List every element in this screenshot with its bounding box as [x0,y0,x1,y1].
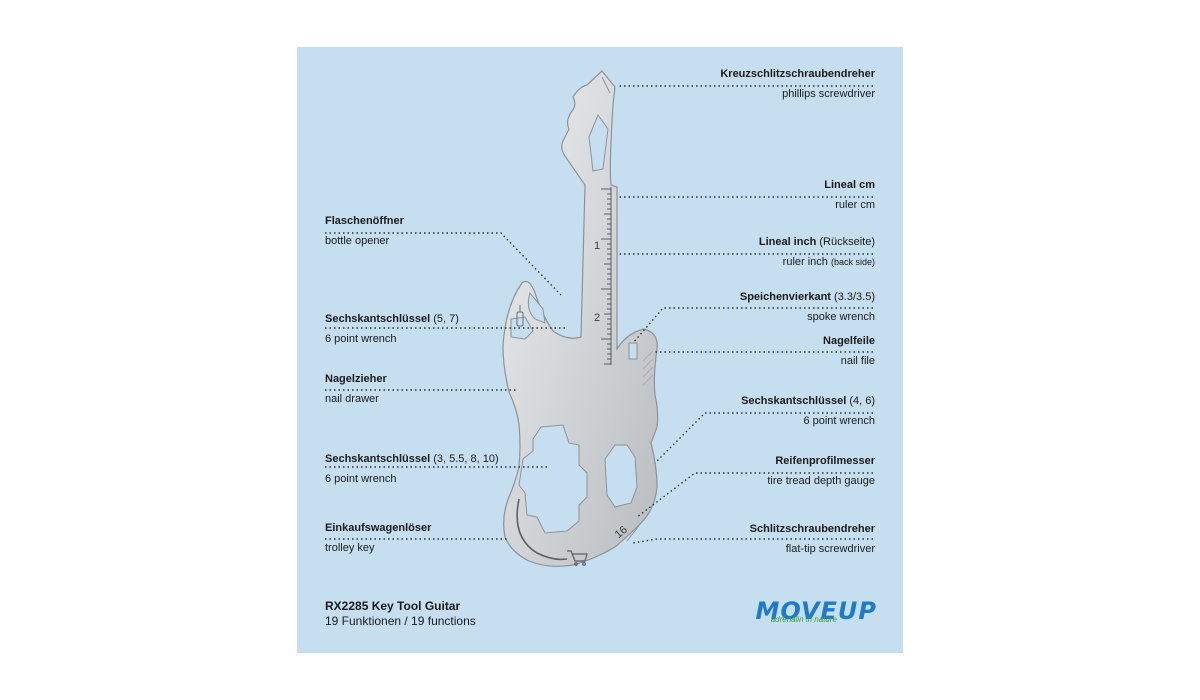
label-flat-tip-screwdriver: Schlitzschraubendreher flat-tip screwdri… [750,522,875,556]
label-en: spoke wrench [807,311,875,323]
leader-hex-right [654,412,873,464]
leader-tread-gauge [636,472,873,518]
label-en: bottle opener [325,235,390,247]
label-de: Einkaufswagenlöser [325,522,432,534]
label-en: flat-tip screwdriver [785,543,875,555]
label-en: 6 point wrench [803,415,875,427]
label-en: nail file [840,355,875,367]
label-de: Sechskantschlüssel (5, 7) [325,313,459,325]
label-en: 6 point wrench [325,333,397,345]
label-nail-file: Nagelfeile nail file [823,334,875,368]
label-de: Schlitzschraubendreher [749,523,875,535]
label-en: ruler inch (back side) [782,256,875,268]
label-spoke-wrench: Speichenvierkant (3.3/3.5) spoke wrench [740,290,875,324]
leader-flat-tip [632,538,873,544]
label-ruler-inch: Lineal inch (Rückseite) ruler inch (back… [759,235,875,269]
logo-brand: MOVEUP [755,597,877,625]
label-de: Speichenvierkant (3.3/3.5) [739,291,875,303]
moveup-logo: MOVEUP adrenalin in nature [756,599,877,624]
label-de: Lineal cm [824,179,875,191]
label-hex-wrench-large: Sechskantschlüssel (3, 5.5, 8, 10) 6 poi… [325,452,499,486]
label-bottle-opener: Flaschenöffner bottle opener [325,214,404,248]
ruler-mark-1: 1 [594,240,600,252]
leader-lines [325,85,873,544]
label-en: trolley key [325,542,375,554]
label-en: 6 point wrench [325,473,397,485]
label-nail-drawer: Nagelzieher nail drawer [325,372,387,406]
label-ruler-cm: Lineal cm ruler cm [824,178,875,212]
label-de: Reifenprofilmesser [775,455,875,467]
leader-bottle-opener [325,232,562,296]
trolley-key-arc [516,498,568,561]
product-subtitle: 19 Funktionen / 19 functions [325,614,476,628]
label-en: phillips screwdriver [782,88,875,100]
label-de: Flaschenöffner [325,215,404,227]
label-de: Sechskantschlüssel (3, 5.5, 8, 10) [325,453,499,465]
ruler-mark-2: 2 [594,312,600,324]
nail-file-hatch [642,350,654,386]
label-en: ruler cm [835,199,875,211]
product-panel: 1 2 16 Kreuzschlitzschraubendreher phill… [297,47,903,653]
product-title: RX2285 Key Tool Guitar [325,599,461,613]
label-tread-gauge: Reifenprofilmesser tire tread depth gaug… [767,454,875,488]
label-en: nail drawer [325,393,379,405]
label-trolley-key: Einkaufswagenlöser trolley key [325,521,431,555]
cart-icon [567,550,588,566]
label-de: Sechskantschlüssel (4, 6) [741,395,875,407]
label-hex-wrench-right: Sechskantschlüssel (4, 6) 6 point wrench [741,394,875,428]
product-caption: RX2285 Key Tool Guitar 19 Funktionen / 1… [325,599,476,629]
label-de: Lineal inch (Rückseite) [758,236,875,248]
guitar-tool-body [502,70,659,567]
label-hex-wrench-left: Sechskantschlüssel (5, 7) 6 point wrench [325,312,459,346]
guitar-key-tool-illustration: 1 2 16 [325,70,873,567]
label-de: Kreuzschlitzschraubendreher [720,68,875,80]
label-de: Nagelzieher [325,373,387,385]
bottle-icon [516,305,524,327]
label-en: tire tread depth gauge [767,475,875,487]
label-de: Nagelfeile [823,335,875,347]
ruler-scale [601,187,612,365]
label-phillips-screwdriver: Kreuzschlitzschraubendreher phillips scr… [720,67,875,101]
logo-tagline: adrenalin in nature [770,615,837,624]
